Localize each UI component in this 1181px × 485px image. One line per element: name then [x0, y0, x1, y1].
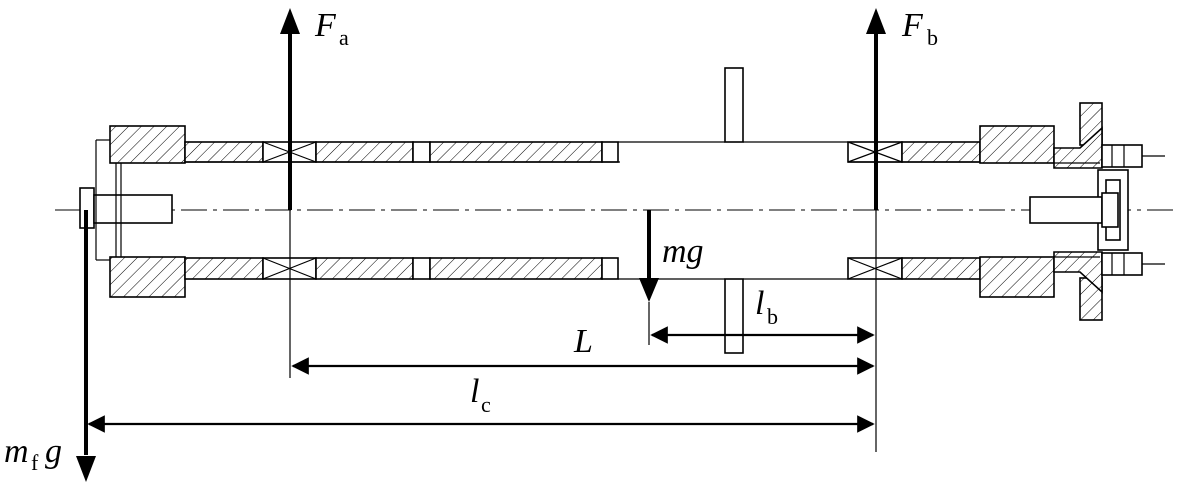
- force-fa: F a: [280, 7, 349, 378]
- label-mg: mg: [662, 233, 704, 270]
- lower-tube-section: [109, 256, 619, 298]
- label-lb-sub: b: [767, 304, 778, 329]
- dimension-L: L: [291, 323, 875, 375]
- left-end-plate: [79, 139, 173, 261]
- label-fa-main: F: [314, 7, 337, 44]
- force-mfg: m f g: [4, 210, 96, 482]
- label-mfg-f: f: [31, 450, 39, 475]
- label-lc-main: l: [470, 373, 479, 410]
- label-mfg-g: g: [45, 433, 62, 470]
- label-L: L: [573, 323, 593, 360]
- label-fb-sub: b: [927, 25, 938, 50]
- force-mg: mg: [639, 210, 704, 345]
- label-fa-sub: a: [339, 25, 349, 50]
- right-tube-section: [847, 125, 1055, 298]
- label-lc-sub: c: [481, 392, 491, 417]
- upper-tube-section: [109, 125, 620, 164]
- right-end-flange: [1029, 102, 1165, 321]
- force-fb: F b: [866, 7, 938, 452]
- label-mfg-m: m: [4, 433, 29, 470]
- dimension-lc: l c: [87, 373, 875, 433]
- label-lb-main: l: [755, 285, 764, 322]
- label-fb-main: F: [901, 7, 924, 44]
- dimension-lb: l b: [650, 285, 875, 344]
